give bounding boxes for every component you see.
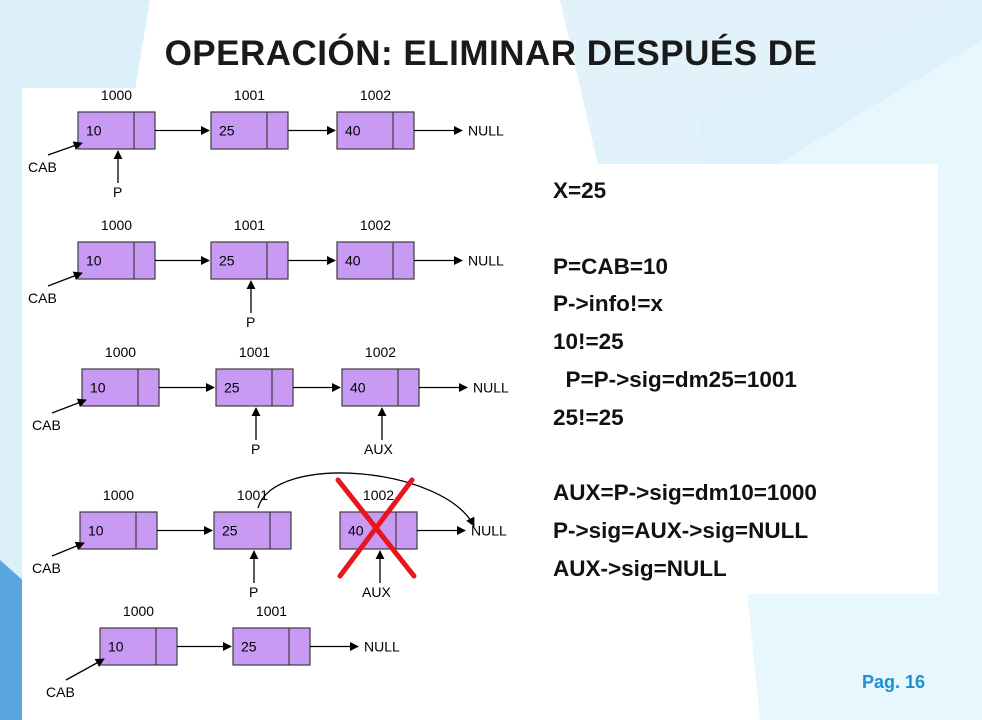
node-value: 25 xyxy=(224,380,240,396)
node-value: 40 xyxy=(350,380,366,396)
code-line: AUX->sig=NULL xyxy=(553,556,727,581)
aux-label: AUX xyxy=(364,441,393,457)
node-value: 10 xyxy=(90,380,106,396)
code-line: 10!=25 xyxy=(553,329,624,355)
node-address: 1001 xyxy=(234,217,265,233)
node-box xyxy=(81,368,160,407)
code-line: X=25 xyxy=(553,178,607,203)
node-address: 1002 xyxy=(360,217,391,233)
node-box xyxy=(77,241,156,280)
p-label: P xyxy=(113,184,122,200)
null-label: NULL xyxy=(473,380,509,396)
head-label: CAB xyxy=(28,290,57,306)
code-line: P->sig=AUX->sig=NULL xyxy=(553,518,809,544)
node-value: 10 xyxy=(108,639,124,655)
head-pointer-arrow xyxy=(65,658,105,681)
node-box xyxy=(341,368,420,407)
code-line: AUX=P->sig=dm10=1000 xyxy=(553,480,817,506)
head-label: CAB xyxy=(28,159,57,175)
relink-arc-arrow xyxy=(257,472,475,527)
code-line: P=P->sig=dm25=1001 xyxy=(553,367,797,392)
delete-cross-stroke xyxy=(337,477,415,579)
node-value: 25 xyxy=(219,253,235,269)
node-value: 25 xyxy=(219,123,235,139)
head-pointer-arrow xyxy=(51,398,87,414)
node-value: 10 xyxy=(86,253,102,269)
p-label: P xyxy=(251,441,260,457)
node-address: 1002 xyxy=(360,88,391,103)
page-number: Pag. 16 xyxy=(862,672,926,692)
p-label: P xyxy=(249,584,258,600)
node-value: 40 xyxy=(348,523,364,539)
node-address: 1000 xyxy=(101,88,132,103)
node-box xyxy=(77,111,156,150)
node-box xyxy=(232,627,311,666)
code-line: 25!=25 xyxy=(553,404,624,430)
null-label: NULL xyxy=(468,123,504,139)
null-label: NULL xyxy=(364,639,400,655)
head-pointer-arrow xyxy=(47,271,83,287)
node-value: 25 xyxy=(241,639,257,655)
p-label: P xyxy=(246,314,255,330)
code-line: P->info!=x xyxy=(553,291,664,317)
node-address: 1002 xyxy=(363,487,394,503)
node-address: 1000 xyxy=(103,487,134,503)
node-value: 40 xyxy=(345,123,361,139)
node-address: 1001 xyxy=(256,603,287,619)
head-label: CAB xyxy=(46,684,75,700)
node-box xyxy=(213,511,292,550)
node-value: 40 xyxy=(345,253,361,269)
null-label: NULL xyxy=(468,253,504,269)
head-label: CAB xyxy=(32,560,61,576)
node-box xyxy=(99,627,178,666)
null-label: NULL xyxy=(471,523,507,539)
aux-label: AUX xyxy=(362,584,391,600)
node-value: 10 xyxy=(86,123,102,139)
node-address: 1001 xyxy=(237,487,268,503)
node-address: 1001 xyxy=(239,344,270,360)
node-address: 1000 xyxy=(101,217,132,233)
node-box xyxy=(215,368,294,407)
node-address: 1000 xyxy=(105,344,136,360)
node-value: 10 xyxy=(88,523,104,539)
head-pointer-arrow xyxy=(47,141,83,156)
node-box xyxy=(210,111,289,150)
code-line: P=CAB=10 xyxy=(553,253,669,279)
node-value: 25 xyxy=(222,523,238,539)
node-box xyxy=(210,241,289,280)
head-pointer-arrow xyxy=(51,541,85,557)
head-label: CAB xyxy=(32,417,61,433)
node-address: 1000 xyxy=(123,603,154,619)
node-box xyxy=(336,241,415,280)
node-address: 1002 xyxy=(365,344,396,360)
slide-title: OPERACIÓN: ELIMINAR DESPUÉS DE xyxy=(164,34,818,73)
node-address: 1001 xyxy=(234,88,265,103)
